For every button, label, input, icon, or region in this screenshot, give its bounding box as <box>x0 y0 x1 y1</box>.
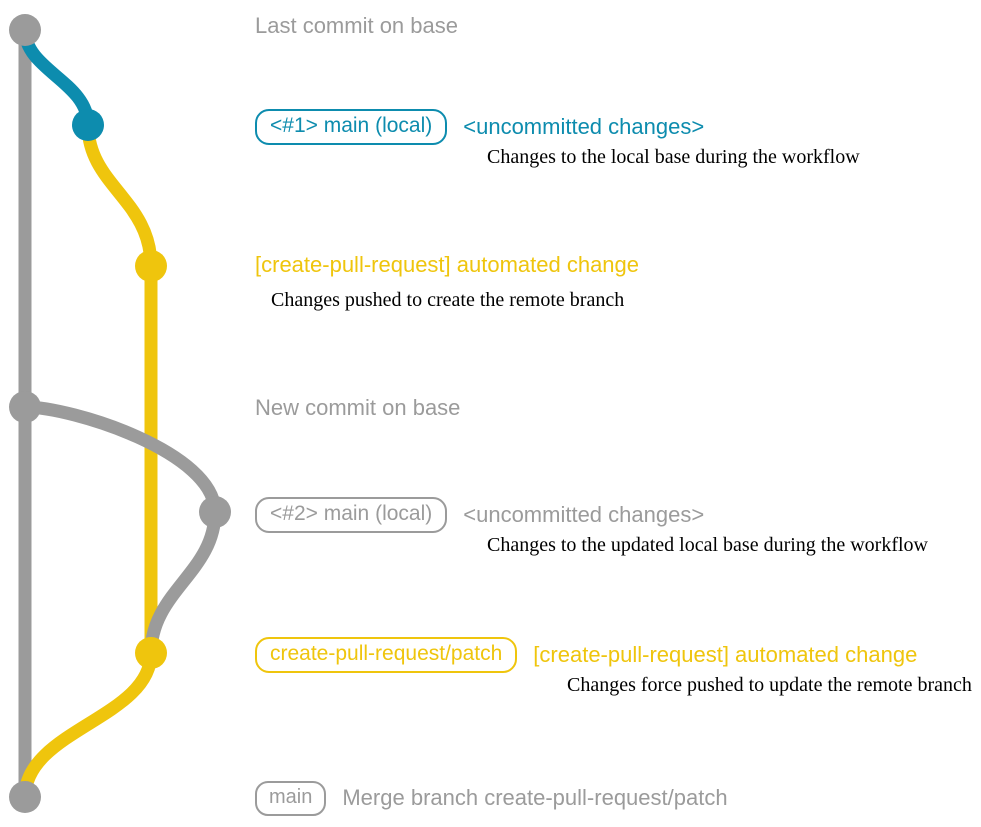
commit-subject-automated-change-1: [create-pull-request] automated change <box>255 252 640 277</box>
edge-base-to-local-main-1 <box>18 23 95 132</box>
edge-local-main-2-to-patch-2 <box>144 505 222 660</box>
commit-subject-last-commit-on-base: Last commit on base <box>255 13 458 38</box>
commit-subject-new-commit-on-base: New commit on base <box>255 395 461 420</box>
edge-base-new-to-local-main-2 <box>18 400 222 519</box>
commit-node-patch-2 <box>135 637 167 669</box>
edge-local-main-1-to-patch-1 <box>81 118 158 273</box>
row-automated-change-2: create-pull-request/patch [create-pull-r… <box>255 637 917 673</box>
row-local-main-2: <#2> main (local) <uncommitted changes> <box>255 497 704 533</box>
ref-badge-local-main-1[interactable]: <#1> main (local) <box>255 109 448 145</box>
commit-node-local-main-1 <box>72 109 104 141</box>
row-automated-change-1: [create-pull-request] automated change <box>255 252 640 277</box>
note-automated-change-2: Changes force pushed to update the remot… <box>567 674 972 696</box>
row-last-commit-on-base: Last commit on base <box>255 13 458 38</box>
row-new-commit-on-base: New commit on base <box>255 395 461 420</box>
note-automated-change-1: Changes pushed to create the remote bran… <box>271 289 625 311</box>
ref-badge-local-main-2[interactable]: <#2> main (local) <box>255 497 448 533</box>
note-local-main-1: Changes to the local base during the wor… <box>487 146 860 168</box>
edge-patch-2-to-merge <box>18 646 158 804</box>
row-merge-commit: main Merge branch create-pull-request/pa… <box>255 781 728 816</box>
commit-node-base-new <box>9 391 41 423</box>
note-local-main-2: Changes to the updated local base during… <box>487 534 928 556</box>
commit-node-patch-1 <box>135 250 167 282</box>
commit-node-merge <box>9 781 41 813</box>
commit-subject-local-main-1: <uncommitted changes> <box>463 113 705 139</box>
commit-subject-automated-change-2: [create-pull-request] automated change <box>533 641 918 667</box>
commit-node-base-head <box>9 14 41 46</box>
commit-node-local-main-2 <box>199 496 231 528</box>
ref-badge-create-pull-request-patch[interactable]: create-pull-request/patch <box>255 637 518 673</box>
commit-subject-merge-commit: Merge branch create-pull-request/patch <box>342 785 728 811</box>
ref-badge-main[interactable]: main <box>255 781 327 816</box>
row-local-main-1: <#1> main (local) <uncommitted changes> <box>255 109 704 145</box>
commit-subject-local-main-2: <uncommitted changes> <box>463 501 705 527</box>
